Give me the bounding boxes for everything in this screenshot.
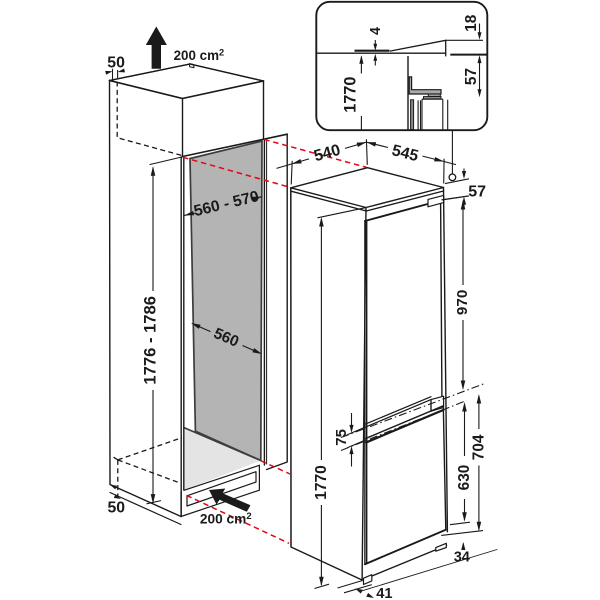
svg-text:704: 704 (471, 434, 488, 460)
svg-text:4: 4 (368, 27, 384, 35)
svg-text:1776 - 1786: 1776 - 1786 (141, 296, 160, 385)
svg-text:57: 57 (463, 68, 480, 85)
svg-text:540: 540 (312, 142, 342, 166)
svg-text:200 cm2: 200 cm2 (174, 47, 225, 62)
svg-text:545: 545 (390, 142, 420, 165)
svg-text:970: 970 (454, 290, 471, 315)
svg-text:50: 50 (108, 499, 126, 516)
svg-text:1770: 1770 (313, 465, 330, 500)
svg-text:1770: 1770 (341, 77, 359, 113)
svg-text:50: 50 (107, 54, 125, 71)
svg-text:200 cm2: 200 cm2 (200, 511, 252, 526)
svg-text:75: 75 (333, 429, 350, 446)
svg-text:57: 57 (468, 184, 486, 201)
svg-text:41: 41 (376, 586, 392, 600)
svg-text:630: 630 (456, 465, 473, 491)
svg-text:34: 34 (454, 550, 471, 566)
svg-text:18: 18 (463, 14, 480, 32)
